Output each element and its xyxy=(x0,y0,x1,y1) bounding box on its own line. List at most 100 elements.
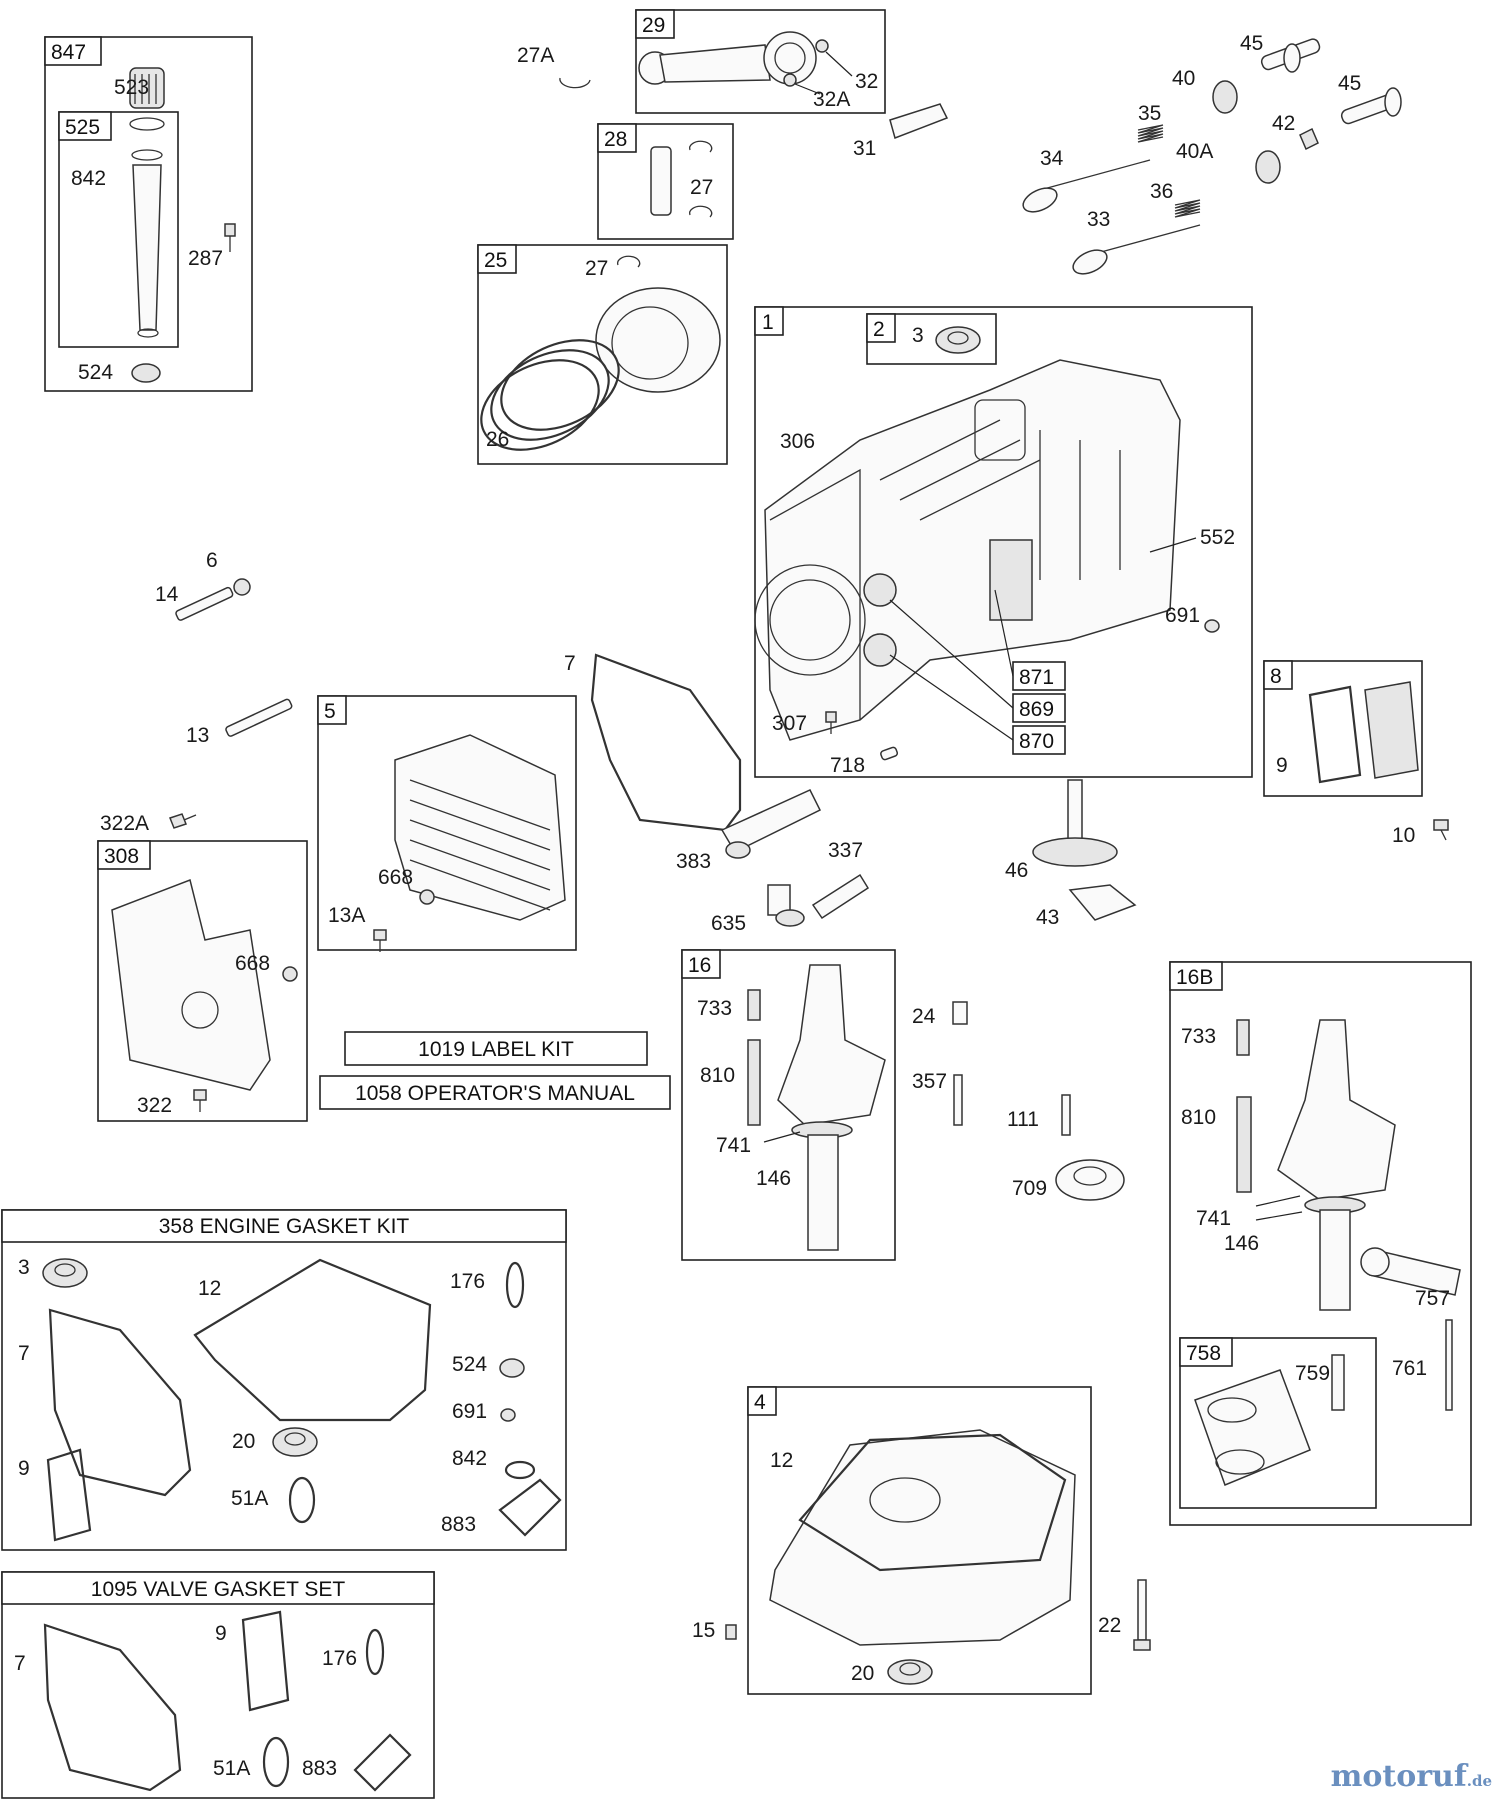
callout-842-kit: 842 xyxy=(452,1447,487,1470)
head-gasket-7 xyxy=(590,653,742,832)
callout-733-a: 733 xyxy=(697,997,732,1020)
callout-7-valve: 7 xyxy=(14,1652,26,1675)
callout-668-shield: 668 xyxy=(235,952,270,975)
callout-12-kit: 12 xyxy=(198,1277,221,1300)
group-308-shield: 308 668 322 xyxy=(97,840,308,1122)
valve-gasket-set-title[interactable]: 1095 VALVE GASKET SET xyxy=(91,1578,346,1601)
callout-34: 34 xyxy=(1040,147,1064,170)
callout-14: 14 xyxy=(155,583,179,606)
callout-741-b: 741 xyxy=(1196,1207,1231,1230)
operators-manual-entry[interactable]: 1058 OPERATOR'S MANUAL xyxy=(319,1075,671,1110)
group-1095-valve-gasket-set: 1095 VALVE GASKET SET 7 9 176 51A 883 xyxy=(1,1571,435,1799)
callout-176-valve: 176 xyxy=(322,1647,357,1670)
callout-32A: 32A xyxy=(813,88,850,111)
group-breather: 383 337 635 xyxy=(676,789,870,935)
callout-27-pin: 27 xyxy=(690,176,713,199)
callout-16B: 16B xyxy=(1176,966,1213,989)
group-358-engine-gasket-kit: 358 ENGINE GASKET KIT 3 12 176 7 524 691… xyxy=(1,1209,567,1551)
callout-883-kit: 883 xyxy=(441,1513,476,1536)
callout-8: 8 xyxy=(1270,665,1282,688)
callout-761: 761 xyxy=(1392,1357,1427,1380)
callout-26: 26 xyxy=(486,428,509,451)
callout-322A: 322A xyxy=(100,812,149,835)
callout-524-kit: 524 xyxy=(452,1353,487,1376)
callout-733-b: 733 xyxy=(1181,1025,1216,1048)
callout-810-b: 810 xyxy=(1181,1106,1216,1129)
callout-691: 691 xyxy=(1165,604,1200,627)
callout-33: 33 xyxy=(1087,208,1110,231)
callout-24: 24 xyxy=(912,1005,936,1028)
callout-718: 718 xyxy=(830,754,865,777)
callout-308: 308 xyxy=(104,845,139,868)
callout-668-head: 668 xyxy=(378,866,413,889)
callout-306: 306 xyxy=(780,430,815,453)
callout-287: 287 xyxy=(188,247,223,270)
callout-146-a: 146 xyxy=(756,1167,791,1190)
callout-6: 6 xyxy=(206,549,218,572)
retainer-clip-27A xyxy=(559,77,591,89)
callout-176-kit: 176 xyxy=(450,1270,485,1293)
callout-2: 2 xyxy=(873,318,885,341)
callout-883-valve: 883 xyxy=(302,1757,337,1780)
callout-29: 29 xyxy=(642,14,665,37)
callout-28: 28 xyxy=(604,128,627,151)
callout-111: 111 xyxy=(1007,1108,1039,1131)
callout-810-a: 810 xyxy=(700,1064,735,1087)
group-847-dipstick: 847 525 523 842 287 524 xyxy=(44,36,253,392)
callout-524: 524 xyxy=(78,361,113,384)
callout-25: 25 xyxy=(484,249,507,272)
callout-691-kit: 691 xyxy=(452,1400,487,1423)
callout-16: 16 xyxy=(688,954,711,977)
callout-523: 523 xyxy=(114,76,149,99)
callout-842: 842 xyxy=(71,167,106,190)
callout-759: 759 xyxy=(1295,1362,1330,1385)
lock-plate-31 xyxy=(889,103,949,139)
callout-45-b: 45 xyxy=(1338,72,1361,95)
callout-307: 307 xyxy=(772,712,807,735)
callout-709: 709 xyxy=(1012,1177,1047,1200)
callout-337: 337 xyxy=(828,839,863,862)
group-5-cylinder-head: 5 668 13A xyxy=(317,695,577,952)
group-29-connecting-rod: 29 32 32A xyxy=(635,9,886,114)
callout-871: 871 xyxy=(1019,666,1054,689)
engine-gasket-kit-title[interactable]: 358 ENGINE GASKET KIT xyxy=(159,1215,410,1238)
callout-40: 40 xyxy=(1172,67,1195,90)
label-kit-text: 1019 LABEL KIT xyxy=(418,1038,574,1061)
group-1-cylinder-block: 1 2 3 306 552 691 871 869 870 307 718 xyxy=(754,306,1253,778)
callout-1: 1 xyxy=(762,311,774,334)
callout-22: 22 xyxy=(1098,1614,1121,1637)
callout-741-a: 741 xyxy=(716,1134,751,1157)
callout-552: 552 xyxy=(1200,526,1235,549)
callout-870: 870 xyxy=(1019,730,1054,753)
callout-27A: 27A xyxy=(517,44,554,67)
group-28-piston-pin: 28 27 xyxy=(597,123,734,240)
callout-13: 13 xyxy=(186,724,209,747)
stud-14 xyxy=(175,586,234,621)
group-valves: 45 40 45 35 42 34 40A 36 33 xyxy=(1022,32,1402,275)
callout-43: 43 xyxy=(1036,906,1059,929)
callout-3-kit: 3 xyxy=(18,1256,30,1279)
callout-758: 758 xyxy=(1186,1342,1221,1365)
callout-20-kit: 20 xyxy=(232,1430,255,1453)
callout-847: 847 xyxy=(51,41,86,64)
callout-42: 42 xyxy=(1272,112,1295,135)
callout-7-head-gasket: 7 xyxy=(564,652,576,675)
callout-525: 525 xyxy=(65,116,100,139)
callout-35: 35 xyxy=(1138,102,1161,125)
group-4-sump: 4 12 20 xyxy=(747,1386,1092,1695)
callout-322: 322 xyxy=(137,1094,172,1117)
watermark-main: motoruf xyxy=(1330,1759,1467,1794)
callout-51A-kit: 51A xyxy=(231,1487,268,1510)
callout-4: 4 xyxy=(754,1391,766,1414)
callout-5: 5 xyxy=(324,700,336,723)
group-25-piston: 25 27 26 xyxy=(477,244,728,465)
callout-9-valve: 9 xyxy=(215,1622,227,1645)
callout-15: 15 xyxy=(692,1619,715,1642)
callout-7-kit: 7 xyxy=(18,1342,30,1365)
callout-40A: 40A xyxy=(1176,140,1213,163)
callout-51A-valve: 51A xyxy=(213,1757,250,1780)
label-kit-entry[interactable]: 1019 LABEL KIT xyxy=(344,1031,648,1066)
callout-635: 635 xyxy=(711,912,746,935)
callout-32: 32 xyxy=(855,70,878,93)
